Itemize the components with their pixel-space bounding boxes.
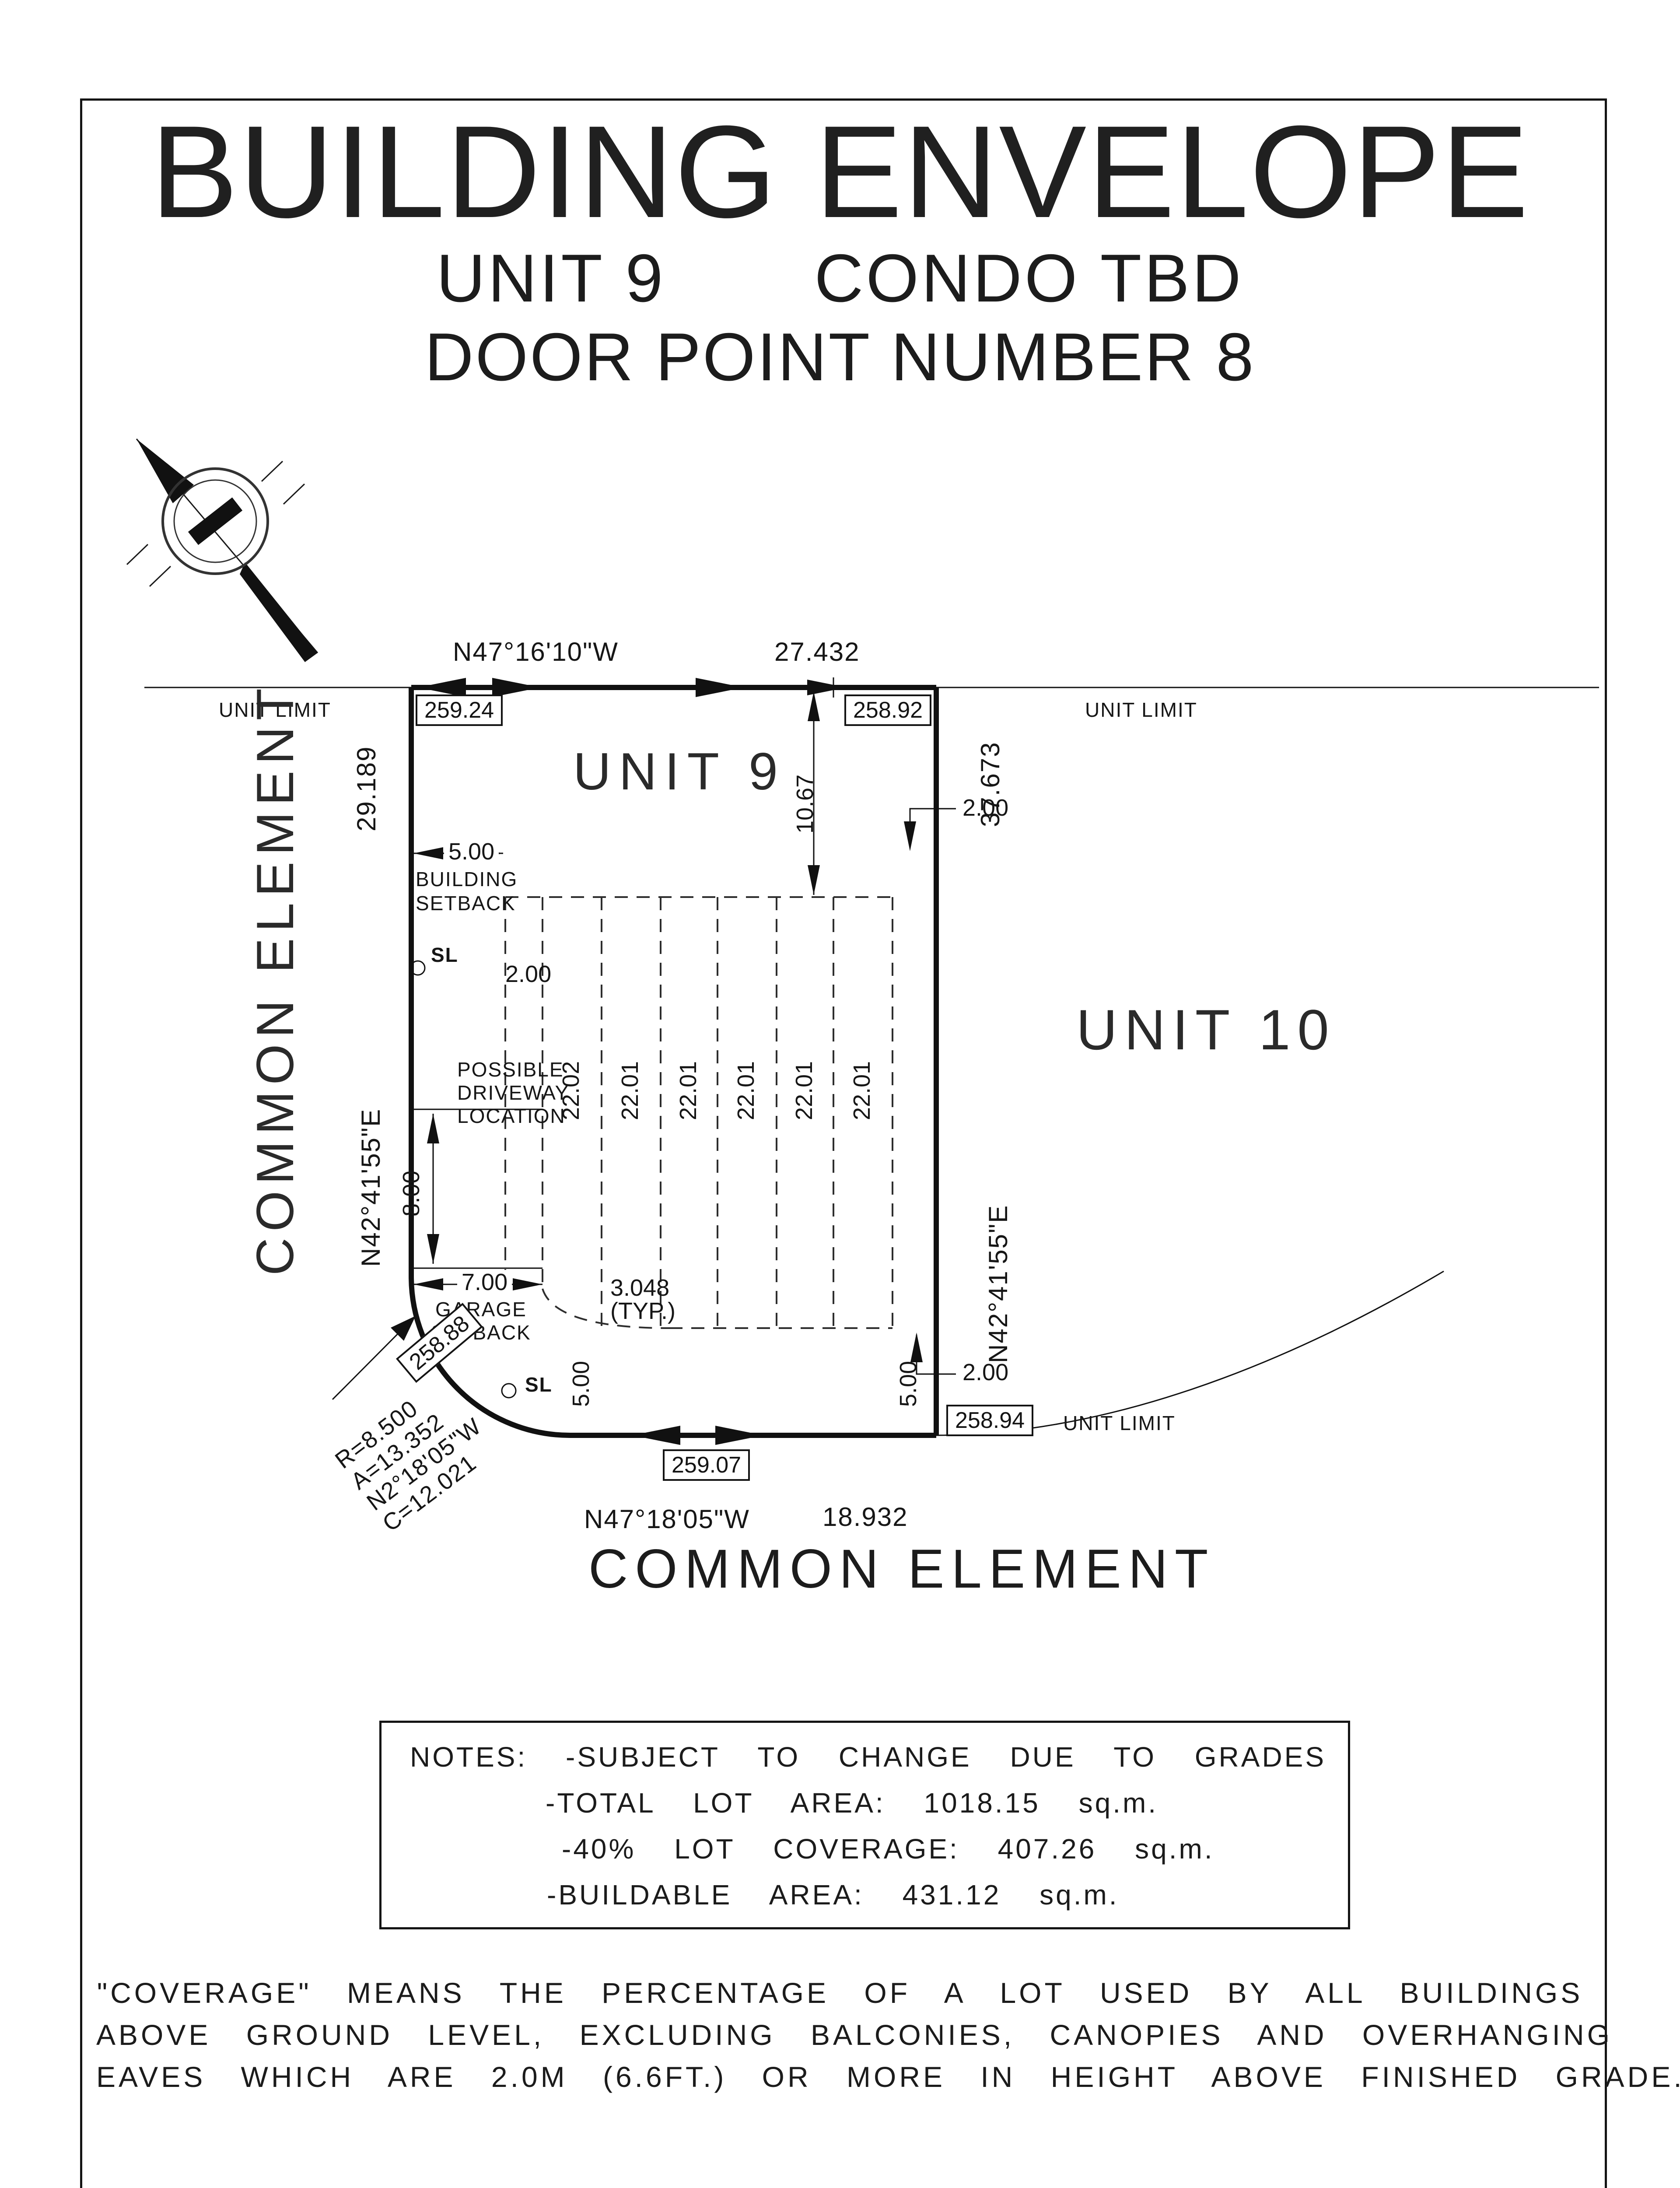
bay-dim-4: 22.01 (733, 1061, 759, 1120)
sheet-border (80, 98, 1607, 2188)
subtitle-unit: UNIT 9 (436, 240, 666, 316)
common-element-west: COMMON ELEMENT (246, 682, 304, 1276)
west-bearing: N42°41'55"E (356, 1108, 385, 1267)
unit10-area-label: UNIT 10 (1076, 998, 1336, 1062)
elevation-box-se: 258.94 (946, 1405, 1034, 1436)
unit-limit-label-right: UNIT LIMIT (1085, 698, 1197, 721)
driveway-l1: POSSIBLE (457, 1058, 564, 1081)
setback-dim: 5.00 (444, 839, 499, 864)
elevation-box-nw: 259.24 (416, 694, 503, 726)
bay-dim-5: 22.01 (791, 1061, 817, 1120)
se-two-dim: 2.00 (962, 1359, 1009, 1385)
south-distance: 18.932 (822, 1502, 908, 1532)
bay-dim-3: 22.01 (675, 1061, 701, 1120)
common-element-south: COMMON ELEMENT (588, 1539, 1215, 1599)
page-title: BUILDING ENVELOPE (150, 98, 1530, 245)
elevation-box-ne: 258.92 (844, 694, 932, 726)
driveway-l2: DRIVEWAY (457, 1081, 570, 1104)
bay-dim-6: 22.01 (849, 1061, 875, 1120)
south-bearing: N47°18'05"W (584, 1504, 750, 1534)
north-arrow-icon (126, 438, 318, 662)
subtitle-door-point: DOOR POINT NUMBER 8 (424, 319, 1256, 395)
unit-limit-label-se: UNIT LIMIT (1063, 1412, 1176, 1434)
west-dim: 29.189 (352, 746, 381, 831)
note-line-1: NOTES: -SUBJECT TO CHANGE DUE TO GRADES (410, 1741, 1326, 1773)
sl-marker-label-top: SL (431, 943, 458, 966)
building-setback-l2: SETBACK (416, 892, 516, 915)
subtitle-row: UNIT 9 CONDO TBD (0, 240, 1680, 316)
unit9-area-label: UNIT 9 (573, 742, 786, 801)
north-distance: 27.432 (774, 637, 860, 666)
typical-bay-l1: 3.048 (610, 1275, 670, 1301)
coverage-line-2: ABOVE GROUND LEVEL, EXCLUDING BALCONIES,… (96, 2019, 1613, 2051)
envelope-depth-dim: 10.67 (792, 774, 818, 834)
north-bearing: N47°16'10"W (453, 637, 619, 666)
garage-setback-dim: 7.00 (457, 1270, 512, 1295)
strip-dim: 2.00 (505, 961, 552, 987)
note-line-4: -BUILDABLE AREA: 431.12 sq.m. (547, 1879, 1119, 1911)
driveway-l3: LOCATION (457, 1105, 566, 1127)
elevation-box-s: 259.07 (663, 1449, 750, 1481)
east-bearing: N42°41'55"E (984, 1204, 1013, 1363)
unit-limit-label-left: UNIT LIMIT (219, 698, 331, 721)
coverage-line-3: EAVES WHICH ARE 2.0M (6.6FT.) OR MORE IN… (96, 2061, 1680, 2093)
coverage-line-1: "COVERAGE" MEANS THE PERCENTAGE OF A LOT… (97, 1977, 1583, 2009)
note-line-3: -40% LOT COVERAGE: 407.26 sq.m. (562, 1833, 1214, 1865)
note-line-2: -TOTAL LOT AREA: 1018.15 sq.m. (546, 1787, 1158, 1819)
typical-bay-l2: (TYP.) (610, 1298, 676, 1324)
subtitle-condo: CONDO TBD (814, 240, 1244, 316)
se-five-dim: 5.00 (895, 1360, 921, 1407)
notes-box: NOTES: -SUBJECT TO CHANGE DUE TO GRADES … (379, 1721, 1350, 1929)
driveway-width-dim: 8.00 (398, 1170, 424, 1217)
building-setback-l1: BUILDING (416, 868, 518, 891)
sw-five-dim: 5.00 (568, 1360, 594, 1407)
sl-marker-label-bottom: SL (525, 1373, 553, 1396)
bay-dim-2: 22.01 (617, 1061, 643, 1120)
east-offset-dim: 2.00 (962, 795, 1009, 821)
